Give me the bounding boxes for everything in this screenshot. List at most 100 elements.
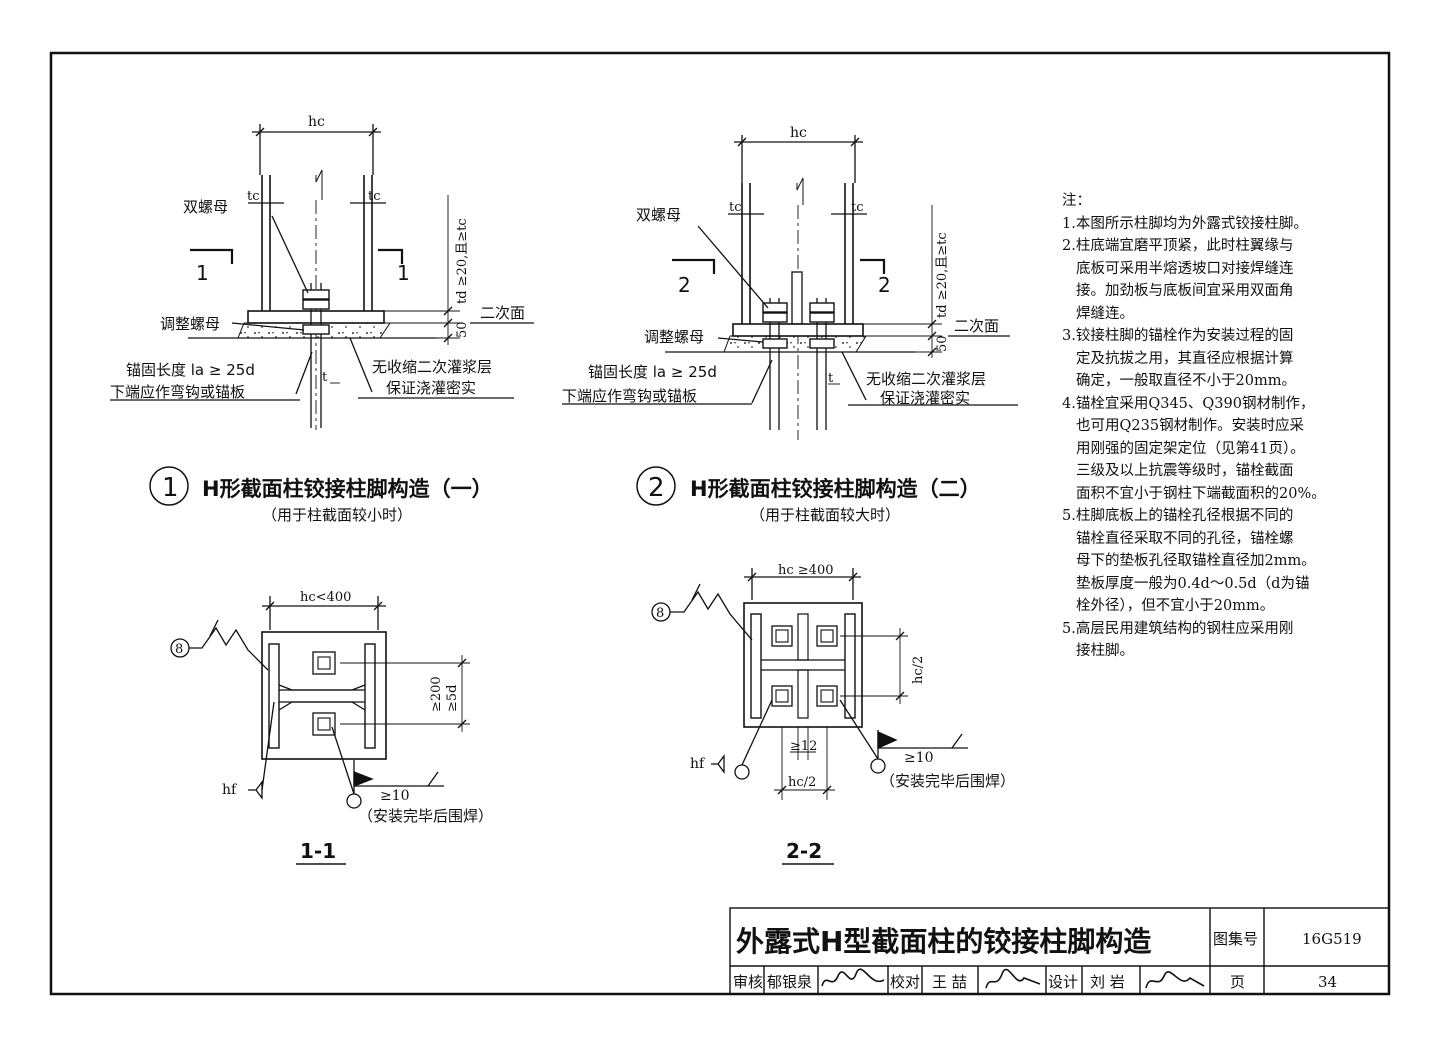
grout-label: 无收缩二次灌浆层 [866,370,986,388]
notes-heading: 注： [1062,193,1091,209]
hc-label: hc [790,125,807,141]
dim-gap-label: ≥12 [790,739,817,754]
drawing-title: 外露式H型截面柱的铰接柱脚构造 [736,925,1151,958]
weld-note-label: （安装完毕后围焊） [880,772,1015,790]
cut-mark-left: 2 [678,273,691,297]
dim-side-label-2: ≥5d [445,685,460,713]
note-line: 锚栓直径采取不同的孔径，锚栓螺 [1076,530,1294,547]
checker-name: 王 喆 [932,973,967,991]
grout-note-label: 保证浇灌密实 [386,379,476,397]
note-line: 三级及以上抗震等级时，锚栓截面 [1076,463,1294,479]
hc-label: hc [308,114,325,130]
note-line: 5.柱脚底板上的锚栓孔径根据不同的 [1062,508,1294,524]
anchor-length-label: 锚固长度 la ≥ 25d [126,361,255,379]
title-block [729,907,1390,995]
note-line: 接柱脚。 [1076,643,1134,659]
detail-number-1: 1 [162,473,179,503]
weld-size-label: ≥10 [380,788,410,804]
anchor-hook-label: 下端应作弯钩或锚板 [110,383,245,401]
section-label: 1-1 [300,839,336,863]
cut-mark-left: 1 [196,261,209,285]
note-line: 焊缝连。 [1076,305,1134,322]
tc-right-label: tc [851,200,864,215]
dim-side-label: hc/2 [911,656,926,684]
notes-block: 注： 1.本图所示柱脚均为外露式铰接柱脚。 2.柱底端宜磨平顶紧，此时柱翼缘与 … [1062,190,1362,663]
review-label: 审核 [733,973,763,991]
note-line: 4.锚栓宜采用Q345、Q390钢材制作， [1062,395,1315,412]
elevation-diagram-1-labels: hc tc tc 双螺母 调整螺母 锚固长度 la ≥ 25d 下端应作弯钩或锚… [110,114,525,524]
dim-bottom-label: hc/2 [788,775,816,790]
detail-subtitle-1: （用于柱截面较小时） [262,506,412,524]
cut-mark-right: 1 [397,261,410,285]
second-face-label: 二次面 [954,317,999,335]
grout-label: 无收缩二次灌浆层 [372,358,492,376]
note-line: 面积不宜小于钢柱下端截面积的20%。 [1076,485,1326,502]
anchor-length-label: 锚固长度 la ≥ 25d [588,363,717,381]
grout-note-label: 保证浇灌密实 [880,389,970,407]
note-line: 1.本图所示柱脚均为外露式铰接柱脚。 [1062,215,1308,232]
dim-side-label-1: ≥200 [429,676,444,712]
elevation-diagram-2 [562,135,1018,440]
detail-number-circle-2 [636,466,676,506]
dim-50-label: 50 [935,335,950,352]
note-line: 定及抗拔之用，其直径应根据计算 [1076,350,1294,367]
td-rule-label: td ≥20,且≥tc [455,218,470,304]
tc-left-label: tc [729,200,742,215]
atlas-no-value: 16G519 [1302,930,1362,948]
tc-right-label: tc [368,189,381,204]
section-2-2 [651,568,968,865]
check-label: 校对 [890,973,920,991]
detail-number-2: 2 [648,473,665,503]
section-2-2-labels: hc ≥400 8 hc/2 ≥12 hc/2 hf ≥10 （安装完毕后围焊）… [656,563,1015,863]
section-1-1 [170,596,470,865]
dim-50-label: 50 [455,321,470,338]
double-nut-label: 双螺母 [636,206,681,224]
design-label: 设计 [1048,973,1078,991]
note-line: 3.铰接柱脚的锚栓作为安装过程的固 [1062,328,1294,344]
second-face-label: 二次面 [480,304,525,322]
designer-name: 刘 岩 [1090,973,1125,991]
detail-title-1: H形截面柱铰接柱脚构造（一） [202,477,493,501]
adjust-nut-label: 调整螺母 [160,315,220,333]
detail-number-circle-1 [149,466,189,506]
weld-ref-label: 8 [175,642,183,657]
title-block-labels: 外露式H型截面柱的铰接柱脚构造 图集号 16G519 审核 郁银泉 校对 王 喆… [733,925,1362,991]
section-1-1-labels: hc<400 8 ≥200 ≥5d hf ≥10 （安装完毕后围焊） 1-1 [175,590,493,863]
tc-left-label: tc [247,189,260,204]
note-line: 5.高层民用建筑结构的钢柱应采用刚 [1062,620,1294,637]
note-line: 2.柱底端宜磨平顶紧，此时柱翼缘与 [1062,238,1294,254]
note-line: 垫板厚度一般为0.4d～0.5d（d为锚 [1076,575,1310,592]
sheet-border [49,51,1391,996]
elevation-diagram-1 [110,124,534,430]
weld-size-label: ≥10 [904,750,934,766]
weld-note-label: （安装完毕后围焊） [358,807,493,825]
double-nut-label: 双螺母 [183,198,228,216]
note-line: 用刚强的固定架定位（见第41页）。 [1076,440,1305,457]
t-label: t [828,371,834,386]
note-line: 也可用Q235钢材制作。安装时应采 [1076,418,1305,434]
detail-title-2: H形截面柱铰接柱脚构造（二） [690,477,981,501]
cut-mark-right: 2 [878,273,891,297]
hf-label: hf [690,756,706,772]
detail-subtitle-2: （用于柱截面较大时） [750,506,900,524]
page-label: 页 [1230,973,1245,991]
note-line: 母下的垫板孔径取锚栓直径加2mm。 [1076,553,1316,569]
anchor-hook-label: 下端应作弯钩或锚板 [562,387,697,405]
note-line: 接。加劲板与底板间宜采用双面角 [1076,283,1294,299]
reviewer-name: 郁银泉 [767,973,812,991]
note-line: 栓外径），但不宜小于20mm。 [1076,598,1275,614]
page-number: 34 [1318,973,1337,991]
section-label: 2-2 [786,839,822,863]
section-width-label: hc ≥400 [778,563,834,578]
td-rule-label: td ≥20,且≥tc [935,232,950,318]
elevation-diagram-2-labels: hc tc tc 双螺母 调整螺母 锚固长度 la ≥ 25d 下端应作弯钩或锚… [562,125,999,524]
adjust-nut-label: 调整螺母 [644,328,704,346]
section-width-label: hc<400 [300,590,351,605]
weld-ref-label: 8 [656,606,664,621]
atlas-no-label: 图集号 [1213,930,1258,948]
t-label: t [322,370,328,385]
hf-label: hf [222,782,238,798]
note-line: 底板可采用半熔透坡口对接焊缝连 [1076,260,1294,277]
note-line: 确定，一般取直径不小于20mm。 [1076,373,1296,389]
